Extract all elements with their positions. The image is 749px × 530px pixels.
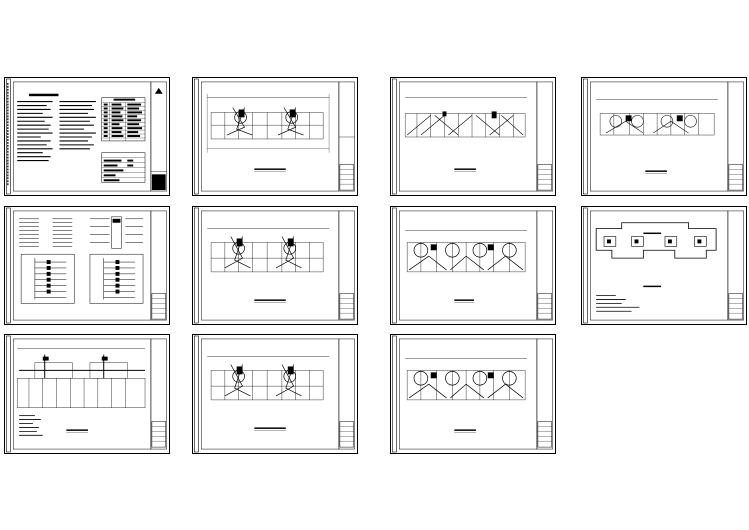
roof-outline-drawing [583, 207, 744, 324]
floor-plan-drawing [583, 78, 744, 195]
floor-plan-drawing [6, 335, 167, 453]
sheet-2-floor-plan[interactable] [192, 77, 358, 196]
sheet-10-floor-plan[interactable] [192, 334, 358, 454]
sheet-5-schematic[interactable] [4, 206, 170, 325]
floor-plan-drawing [392, 335, 553, 453]
sheet-8-roof-outline[interactable] [581, 206, 747, 325]
floor-plan-drawing [392, 207, 553, 324]
sheet-11-floor-plan[interactable] [390, 334, 556, 454]
sheet-6-floor-plan[interactable] [192, 206, 358, 325]
schematic-drawing [6, 207, 167, 324]
floor-plan-drawing [194, 78, 355, 195]
sheet-1-notes[interactable] [4, 77, 170, 196]
sheet-3-floor-plan[interactable] [390, 77, 556, 196]
floor-plan-drawing [194, 335, 355, 453]
empty-sheet-slot [581, 334, 747, 454]
notes-sheet-drawing [6, 78, 167, 195]
sheet-4-floor-plan[interactable] [581, 77, 747, 196]
floor-plan-drawing [392, 78, 553, 195]
sheet-9-ground-floor-plan[interactable] [4, 334, 170, 454]
floor-plan-drawing [194, 207, 355, 324]
sheet-7-floor-plan[interactable] [390, 206, 556, 325]
